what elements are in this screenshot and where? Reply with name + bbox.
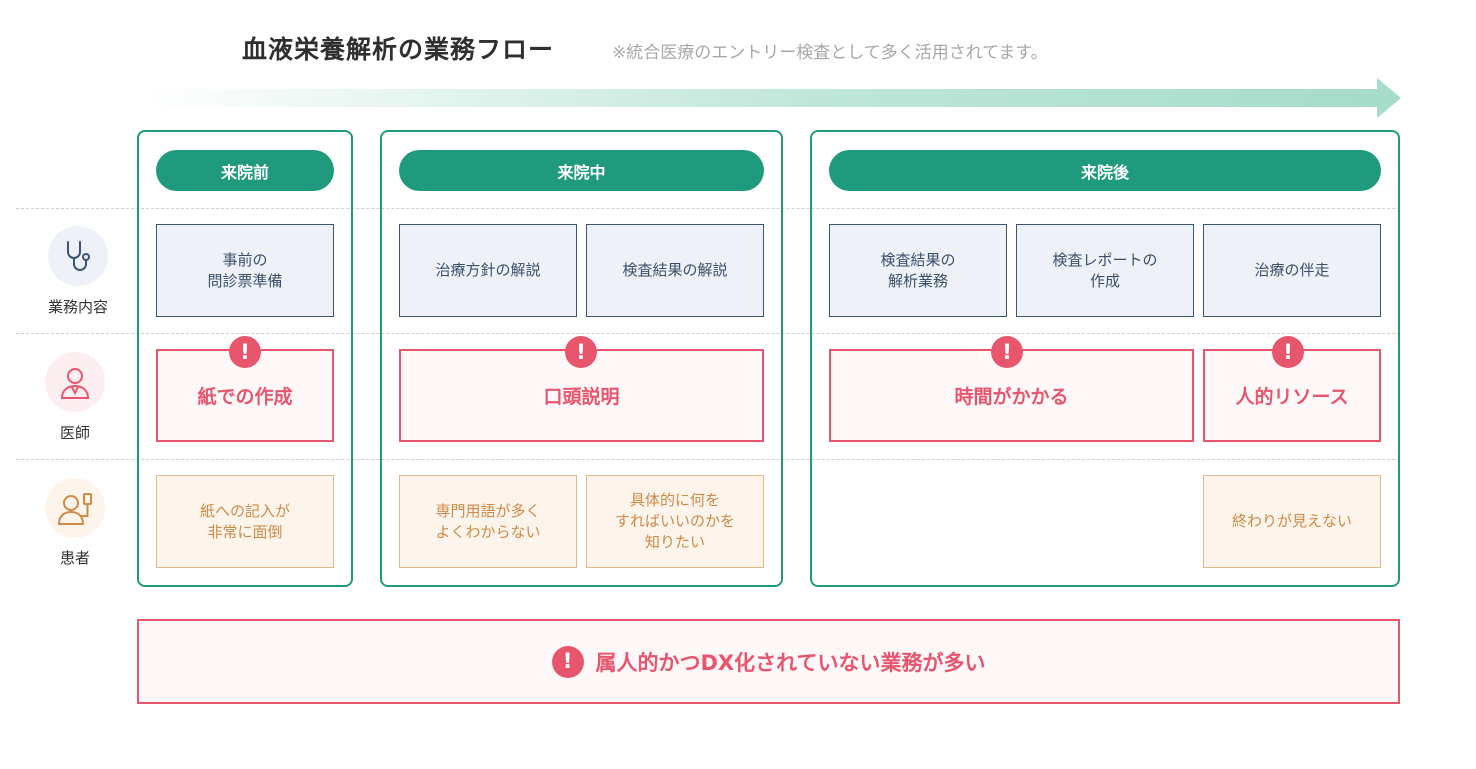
flow-arrow-bar bbox=[140, 89, 1380, 107]
task-box: 検査結果の 解析業務 bbox=[829, 224, 1007, 317]
row-divider bbox=[16, 208, 1400, 209]
patient-concern-box: 紙への記入が 非常に面倒 bbox=[156, 475, 334, 568]
alert-icon: ! bbox=[551, 645, 584, 678]
summary-box: ! 属人的かつDX化されていない業務が多い bbox=[137, 619, 1400, 704]
task-box: 検査レポートの 作成 bbox=[1016, 224, 1194, 317]
task-box: 事前の 問診票準備 bbox=[156, 224, 334, 317]
row-divider bbox=[16, 333, 1400, 334]
phase-after bbox=[810, 130, 1400, 587]
patient-concern-box: 具体的に何を すればいいのかを 知りたい bbox=[586, 475, 764, 568]
role-label-tasks: 業務内容 bbox=[47, 298, 108, 316]
phase-label-before: 来院前 bbox=[156, 150, 334, 191]
alert-icon: ! bbox=[565, 336, 597, 368]
task-box: 治療の伴走 bbox=[1203, 224, 1381, 317]
phase-during bbox=[380, 130, 783, 587]
role-label-doctor: 医師 bbox=[59, 424, 90, 442]
role-label-patient: 患者 bbox=[59, 549, 90, 567]
alert-icon: ! bbox=[991, 336, 1023, 368]
stethoscope-icon bbox=[48, 226, 108, 286]
alert-icon: ! bbox=[1272, 336, 1304, 368]
phase-label-during: 来院中 bbox=[399, 150, 764, 191]
page-title: 血液栄養解析の業務フロー bbox=[242, 35, 555, 64]
task-box: 検査結果の解説 bbox=[586, 224, 764, 317]
phase-before bbox=[137, 130, 353, 587]
patient-concern-box: 終わりが見えない bbox=[1203, 475, 1381, 568]
phase-label-after: 来院後 bbox=[829, 150, 1381, 191]
task-box: 治療方針の解説 bbox=[399, 224, 577, 317]
doctor-icon bbox=[45, 352, 105, 412]
patient-concern-box: 専門用語が多く よくわからない bbox=[399, 475, 577, 568]
page-subtitle: ※統合医療のエントリー検査として多く活用されてます。 bbox=[612, 43, 1048, 63]
flow-arrow-head-icon bbox=[1377, 78, 1401, 118]
row-divider bbox=[16, 459, 1400, 460]
alert-icon: ! bbox=[229, 336, 261, 368]
summary-text: 属人的かつDX化されていない業務が多い bbox=[595, 650, 986, 675]
patient-icon bbox=[45, 478, 105, 538]
